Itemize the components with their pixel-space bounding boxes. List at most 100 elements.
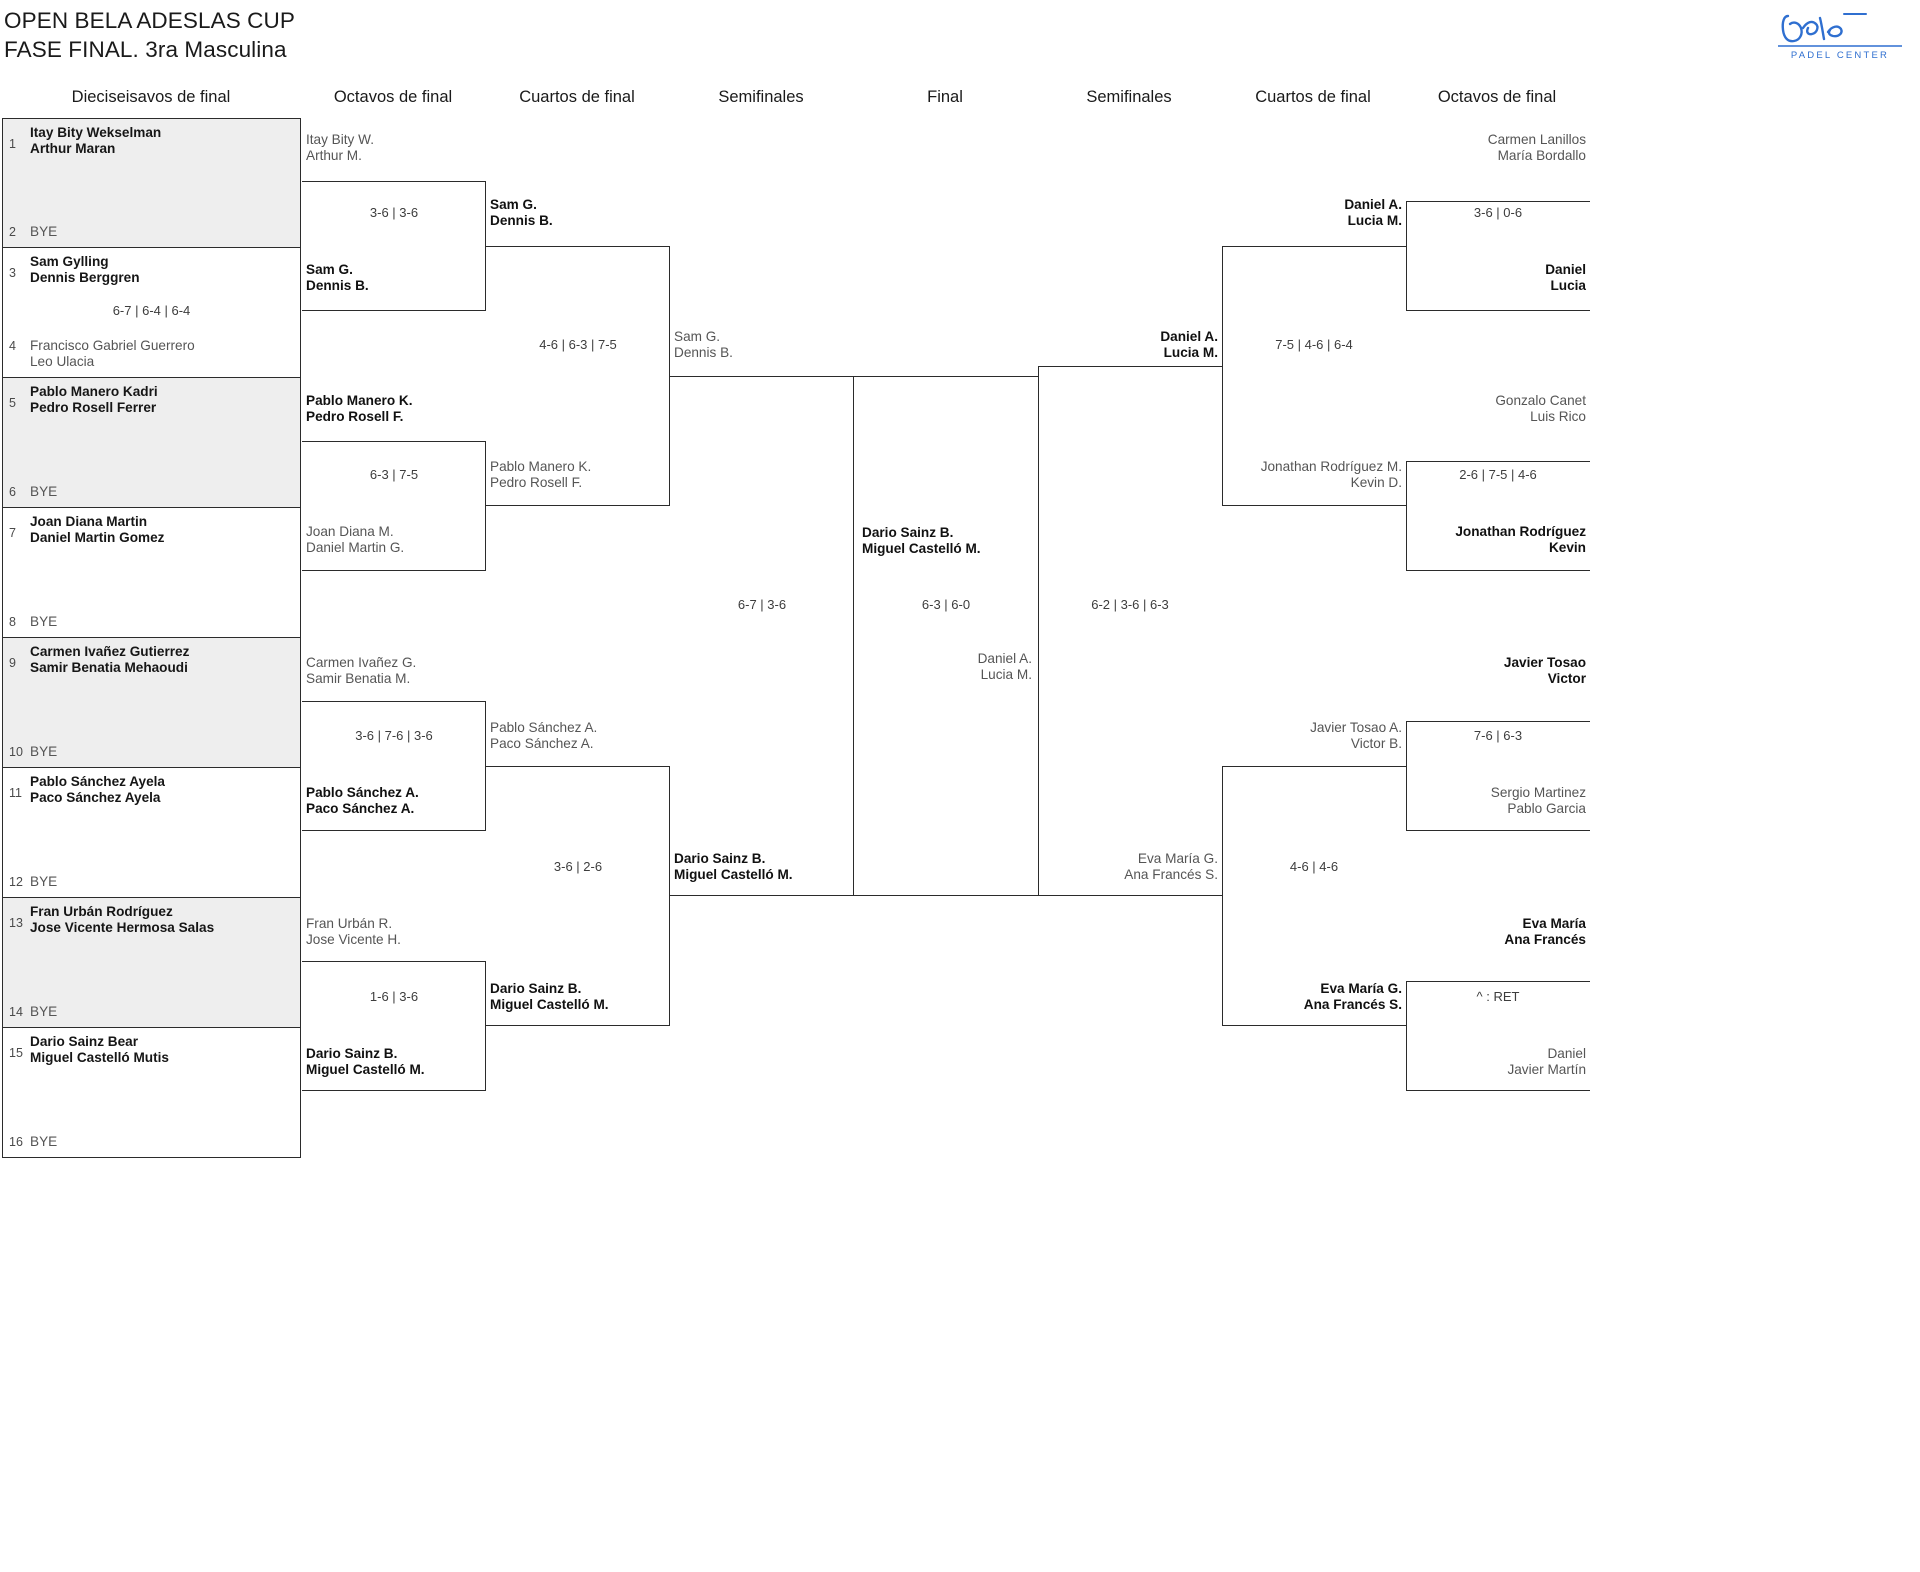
match-score: 6-2 | 3-6 | 6-3 [1091,597,1169,612]
player-line-2: Pedro Rosell F. [490,474,583,490]
match-score: 3-6 | 0-6 [1473,205,1523,220]
seed-slot[interactable]: 8 BYE [3,614,300,630]
player-line-1: Pablo Manero K. [306,393,413,408]
seed-slot[interactable]: 6 BYE [3,484,300,500]
seed-pair[interactable]: 13 Fran Urbán Rodríguez Jose Vicente Her… [2,898,301,1028]
match-score-retired: ^ : RET [1476,989,1520,1004]
player-line-2: Dennis B. [490,212,553,228]
match-box-final[interactable] [854,376,1038,896]
player-line-2: Kevin D. [1350,474,1402,490]
seed-pair[interactable]: 11 Pablo Sánchez Ayela Paco Sánchez Ayel… [2,768,301,898]
seed-number: 15 [9,1046,23,1060]
seed-slot[interactable]: 9 Carmen Ivañez Gutierrez Samir Benatia … [3,644,300,675]
match-score: 2-6 | 7-5 | 4-6 [1459,467,1537,482]
player-line-2: Victor B. [1350,735,1402,751]
team-label: Carmen Ivañez G. Samir Benatia M. [306,655,416,686]
team-label: Dario Sainz B. Miguel Castelló M. [490,981,609,1012]
seed-number: 14 [9,1004,23,1019]
player-line-2: Lucia M. [980,666,1032,682]
player-line-1: Dario Sainz B. [306,1046,398,1061]
player-line-2: Samir Benatia Mehaoudi [30,659,188,675]
round-header-semifinales-right: Semifinales [1086,88,1172,106]
seed-slot[interactable]: 1 Itay Bity Wekselman Arthur Maran [3,125,300,156]
seed-pair[interactable]: 1 Itay Bity Wekselman Arthur Maran 2 BYE [2,118,301,248]
player-line-2: Ana Francés [1504,931,1586,947]
seed-pair[interactable]: 5 Pablo Manero Kadri Pedro Rosell Ferrer… [2,378,301,508]
player-line-2: Arthur M. [306,147,362,163]
match-box-semifinal-left[interactable] [670,376,854,896]
player-line-1: BYE [30,1003,58,1019]
team-label: Fran Urbán R. Jose Vicente H. [306,916,401,947]
seed-team: BYE [30,614,300,630]
seed-slot[interactable]: 3 Sam Gylling Dennis Berggren [3,254,300,285]
player-line-1: BYE [30,613,58,629]
seed-team: BYE [30,1134,300,1150]
seed-slot[interactable]: 15 Dario Sainz Bear Miguel Castelló Muti… [3,1034,300,1065]
seed-slot[interactable]: 2 BYE [3,224,300,240]
seed-slot[interactable]: 7 Joan Diana Martin Daniel Martin Gomez [3,514,300,545]
seed-column: 1 Itay Bity Wekselman Arthur Maran 2 BYE… [2,118,301,1158]
seed-pair[interactable]: 15 Dario Sainz Bear Miguel Castelló Muti… [2,1028,301,1158]
match-score: 3-6 | 3-6 [369,205,419,220]
seed-number: 8 [9,614,16,629]
player-line-1: Carmen Ivañez G. [306,655,417,670]
player-line-2: Paco Sánchez A. [306,800,415,816]
match-score: 4-6 | 4-6 [1289,859,1339,874]
seed-slot[interactable]: 10 BYE [3,744,300,760]
seed-team: BYE [30,224,300,240]
match-score: 6-7 | 6-4 | 6-4 [112,303,191,318]
player-line-1: Javier Tosao A. [1310,720,1402,735]
tournament-phase: FASE FINAL. 3ra Masculina [4,37,287,62]
seed-team: BYE [30,484,300,500]
seed-slot[interactable]: 12 BYE [3,874,300,890]
team-label: Javier Tosao A. Victor B. [1310,720,1402,751]
player-line-1: Daniel [1547,1046,1586,1061]
seed-pair[interactable]: 9 Carmen Ivañez Gutierrez Samir Benatia … [2,638,301,768]
seed-number: 6 [9,484,16,499]
player-line-1: BYE [30,873,58,889]
player-line-1: BYE [30,1133,58,1149]
seed-slot[interactable]: 16 BYE [3,1134,300,1150]
player-line-1: Sam G. [674,329,721,344]
player-line-1: BYE [30,223,58,239]
team-label: Jonathan Rodríguez M. Kevin D. [1261,459,1402,490]
team-label: Sam G. Dennis B. [490,197,553,228]
team-label: Pablo Manero K. Pedro Rosell F. [490,459,591,490]
player-line-2: Dennis Berggren [30,269,140,285]
seed-slot[interactable]: 4 Francisco Gabriel Guerrero Leo Ulacia [3,338,300,369]
match-score: 6-3 | 7-5 [369,467,419,482]
seed-slot[interactable]: 11 Pablo Sánchez Ayela Paco Sánchez Ayel… [3,774,300,805]
team-label: Daniel Javier Martín [1507,1046,1586,1077]
player-line-2: Lucia [1550,277,1586,293]
seed-team: Fran Urbán Rodríguez Jose Vicente Hermos… [30,904,300,935]
player-line-1: Dario Sainz B. [674,851,766,866]
player-line-1: Jonathan Rodríguez [1455,524,1586,539]
seed-slot[interactable]: 13 Fran Urbán Rodríguez Jose Vicente Her… [3,904,300,935]
seed-number: 13 [9,916,23,930]
player-line-2: Paco Sánchez Ayela [30,789,161,805]
team-label: Sam G. Dennis B. [306,262,369,293]
player-line-2: Miguel Castelló Mutis [30,1049,169,1065]
player-line-1: Daniel A. [977,651,1032,666]
team-label: Daniel Lucia [1545,262,1586,293]
seed-pair[interactable]: 7 Joan Diana Martin Daniel Martin Gomez … [2,508,301,638]
team-label: Eva María G. Ana Francés S. [1124,851,1218,882]
player-line-1: Joan Diana M. [306,524,394,539]
player-line-1: Sam Gylling [30,254,109,269]
seed-slot[interactable]: 5 Pablo Manero Kadri Pedro Rosell Ferrer [3,384,300,415]
seed-number: 11 [9,786,22,800]
seed-pair[interactable]: 3 Sam Gylling Dennis Berggren 6-7 | 6-4 … [2,248,301,378]
player-line-1: Carmen Ivañez Gutierrez [30,644,190,659]
player-line-2: Daniel Martin Gomez [30,529,165,545]
seed-team: Joan Diana Martin Daniel Martin Gomez [30,514,300,545]
seed-slot[interactable]: 14 BYE [3,1004,300,1020]
player-line-2: Samir Benatia M. [306,670,411,686]
round-header-octavos-left: Octavos de final [333,88,453,106]
player-line-1: Eva María G. [1320,981,1402,996]
match-box-semifinal-right[interactable] [1038,366,1222,896]
player-line-1: Carmen Lanillos [1487,132,1586,147]
round-header-final: Final [927,88,963,106]
player-line-1: Sergio Martinez [1490,785,1586,800]
team-label: Javier Tosao Victor [1504,655,1586,686]
player-line-1: BYE [30,483,58,499]
